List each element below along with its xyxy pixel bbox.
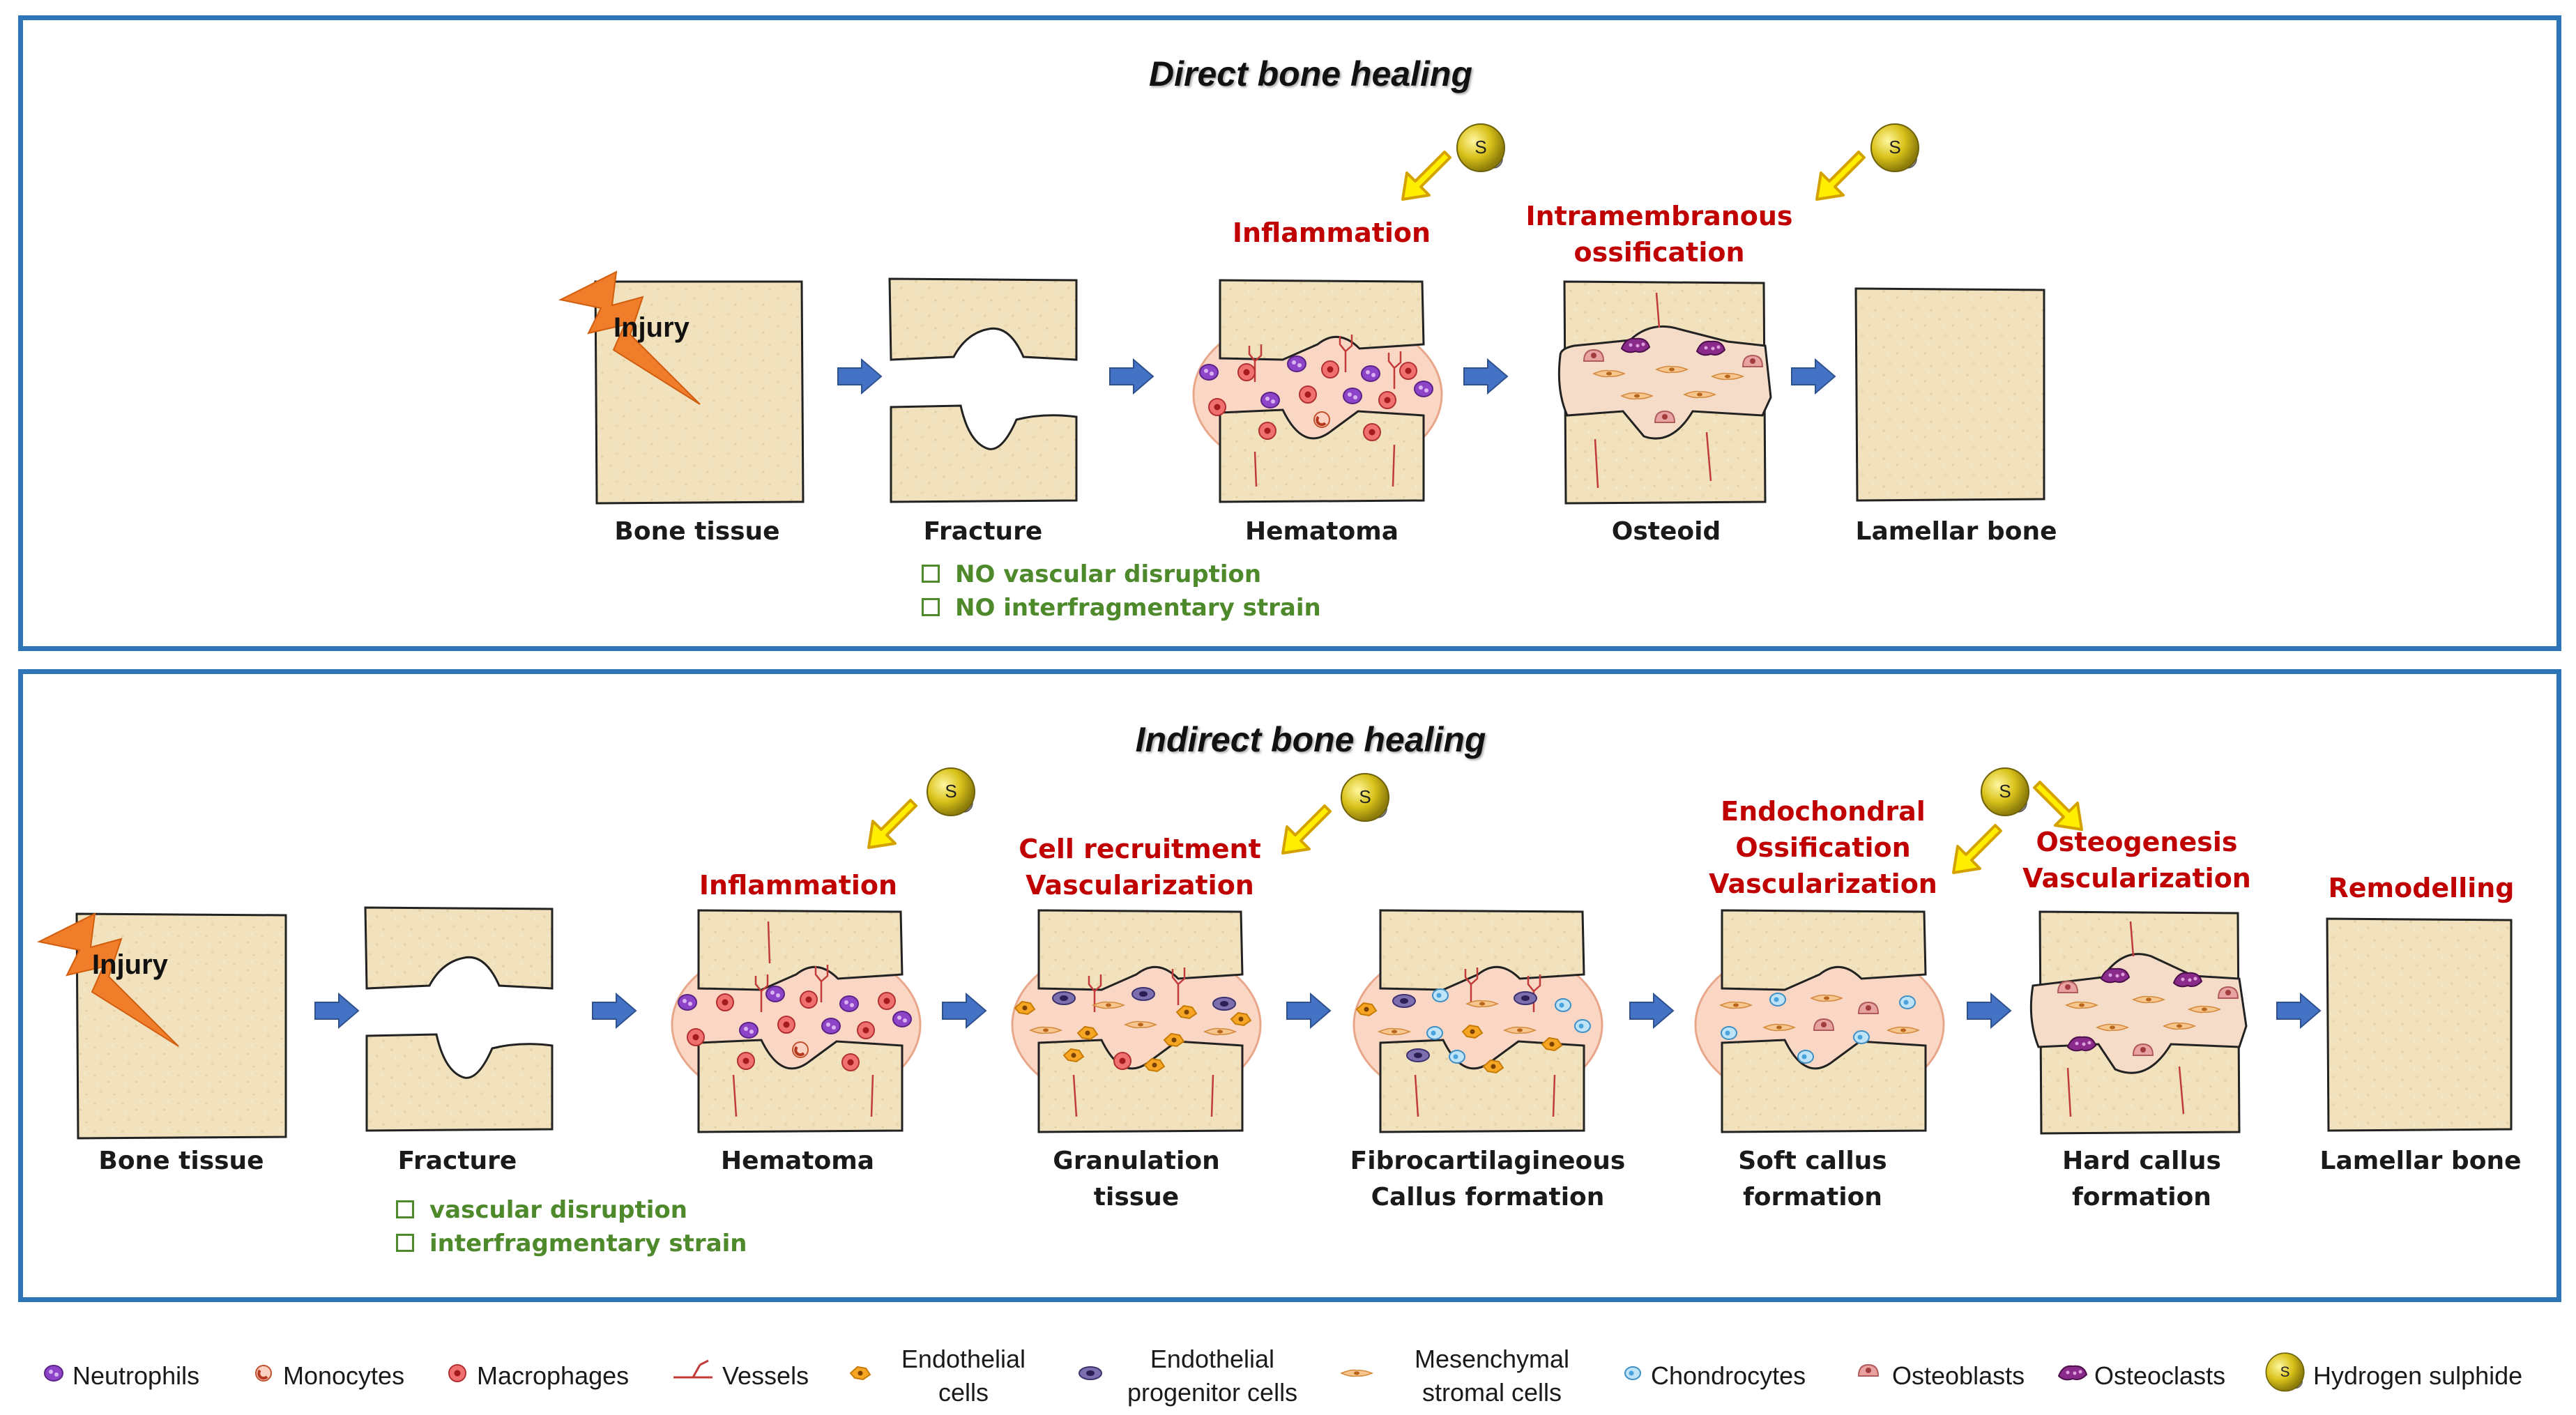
- checkbox-icon: [396, 1234, 414, 1252]
- direct-bone-tissue-tile: [560, 271, 805, 505]
- indirect-stage-soft-callus: Soft callus formation: [1738, 1147, 1887, 1211]
- indirect-granulation-tile: [1011, 909, 1262, 1133]
- indirect-stage-lamellar: Lamellar bone: [2319, 1147, 2522, 1175]
- svg-text:S: S: [945, 781, 957, 802]
- hydrogen-sulphide-icon: S: [2265, 1352, 2305, 1392]
- indirect-fibrocartilage-tile: [1352, 909, 1603, 1133]
- direct-stage-arrows: [837, 359, 1836, 394]
- direct-stage-bone-tissue: Bone tissue: [614, 517, 780, 546]
- indirect-stage-fracture: Fracture: [397, 1147, 517, 1175]
- direct-hematoma-tile: [1192, 279, 1443, 503]
- direct-stage-osteoid: Osteoid: [1611, 517, 1721, 546]
- legend-monocytes: Monocytes: [283, 1361, 405, 1390]
- checkbox-icon: [922, 598, 940, 616]
- direct-panel-title: Direct bone healing: [1149, 54, 1472, 93]
- indirect-stage-hematoma: Hematoma: [720, 1147, 875, 1175]
- svg-text:S: S: [1474, 137, 1486, 158]
- legend-endothelial-progenitor: Endothelial progenitor cells: [1127, 1345, 1298, 1407]
- mesenchymal-stromal-icon: [1341, 1369, 1373, 1377]
- legend-osteoclasts: Osteoclasts: [2094, 1361, 2226, 1390]
- endothelial-progenitor-icon: [1079, 1366, 1102, 1380]
- legend-hydrogen-sulphide: Hydrogen sulphide: [2313, 1361, 2523, 1390]
- indirect-healing-panel: [18, 669, 2561, 1302]
- legend-mesenchymal: Mesenchymal stromal cells: [1414, 1345, 1570, 1407]
- neutrophil-icon: [44, 1365, 63, 1382]
- indirect-h2s-inflammation: S: [867, 767, 975, 849]
- legend-osteoblasts: Osteoblasts: [1892, 1361, 2025, 1390]
- indirect-phase-endochondral: Endochondral Ossification Vascularizatio…: [1709, 796, 1937, 899]
- indirect-h2s-recruitment: S: [1281, 773, 1389, 855]
- legend-endothelial-cells: Endothelial cells: [901, 1345, 1026, 1407]
- indirect-h2s-ossification: S: [1952, 767, 2083, 874]
- indirect-hematoma-tile: [671, 909, 922, 1133]
- indirect-phase-inflammation: Inflammation: [699, 870, 898, 901]
- direct-fracture-tile: [888, 277, 1078, 503]
- svg-text:S: S: [1359, 786, 1371, 807]
- direct-osteoid-tile: [1557, 280, 1772, 505]
- indirect-note-strain: interfragmentary strain: [396, 1227, 747, 1260]
- legend-chondrocytes: Chondrocytes: [1651, 1361, 1806, 1390]
- osteoclast-icon: [2058, 1365, 2087, 1381]
- indirect-fracture-tile: [364, 906, 554, 1132]
- indirect-stage-bone-tissue: Bone tissue: [98, 1147, 264, 1175]
- direct-h2s-ossification: S: [1815, 123, 1919, 201]
- indirect-bone-tissue-tile: [38, 912, 287, 1140]
- direct-stage-fracture: Fracture: [923, 517, 1043, 546]
- checkbox-icon: [396, 1200, 414, 1218]
- svg-text:S: S: [1999, 781, 2011, 802]
- indirect-hard-callus-tile: [2029, 910, 2248, 1135]
- osteoblast-icon: [1858, 1364, 1879, 1377]
- svg-text:S: S: [2280, 1364, 2290, 1380]
- indirect-stage-granulation: Granulation tissue: [1053, 1147, 1220, 1211]
- checkbox-icon: [922, 565, 940, 583]
- indirect-phase-osteogenesis: Osteogenesis Vascularization: [2022, 827, 2251, 894]
- vessel-icon: [673, 1359, 712, 1379]
- svg-text:S: S: [1889, 137, 1900, 158]
- indirect-phase-recruitment: Cell recruitment Vascularization: [1019, 834, 1261, 901]
- direct-note-strain: NO interfragmentary strain: [922, 591, 1321, 625]
- indirect-stage-fibrocartilage: Fibrocartilagineous Callus formation: [1350, 1147, 1626, 1211]
- direct-phase-intramembranous: Intramembranous ossification: [1525, 201, 1793, 268]
- indirect-panel-title: Indirect bone healing: [1135, 720, 1486, 759]
- endothelial-cell-icon: [850, 1366, 871, 1380]
- direct-phase-inflammation: Inflammation: [1232, 217, 1431, 248]
- legend-vessels: Vessels: [722, 1361, 809, 1390]
- direct-h2s-inflammation: S: [1401, 123, 1505, 201]
- indirect-lamellar-tile: [2326, 917, 2513, 1132]
- direct-injury-label: Injury: [613, 312, 689, 343]
- indirect-phase-remodelling: Remodelling: [2328, 873, 2515, 903]
- direct-stage-hematoma: Hematoma: [1244, 517, 1399, 546]
- indirect-stage-hard-callus: Hard callus formation: [2062, 1147, 2221, 1211]
- legend-neutrophils: Neutrophils: [73, 1361, 200, 1390]
- indirect-injury-label: Injury: [92, 949, 168, 980]
- macrophage-icon: [448, 1364, 466, 1382]
- legend-macrophages: Macrophages: [477, 1361, 630, 1390]
- direct-lamellar-tile: [1854, 287, 2045, 502]
- indirect-stage-arrows: [314, 993, 2321, 1028]
- indirect-soft-callus-tile: [1694, 909, 1945, 1133]
- chondrocyte-icon: [1624, 1366, 1641, 1380]
- direct-healing-panel: [18, 15, 2561, 651]
- indirect-note-vascular: vascular disruption: [396, 1193, 687, 1227]
- monocyte-icon: [254, 1364, 273, 1382]
- direct-note-vascular: NO vascular disruption: [922, 558, 1261, 591]
- direct-stage-lamellar: Lamellar bone: [1855, 517, 2057, 546]
